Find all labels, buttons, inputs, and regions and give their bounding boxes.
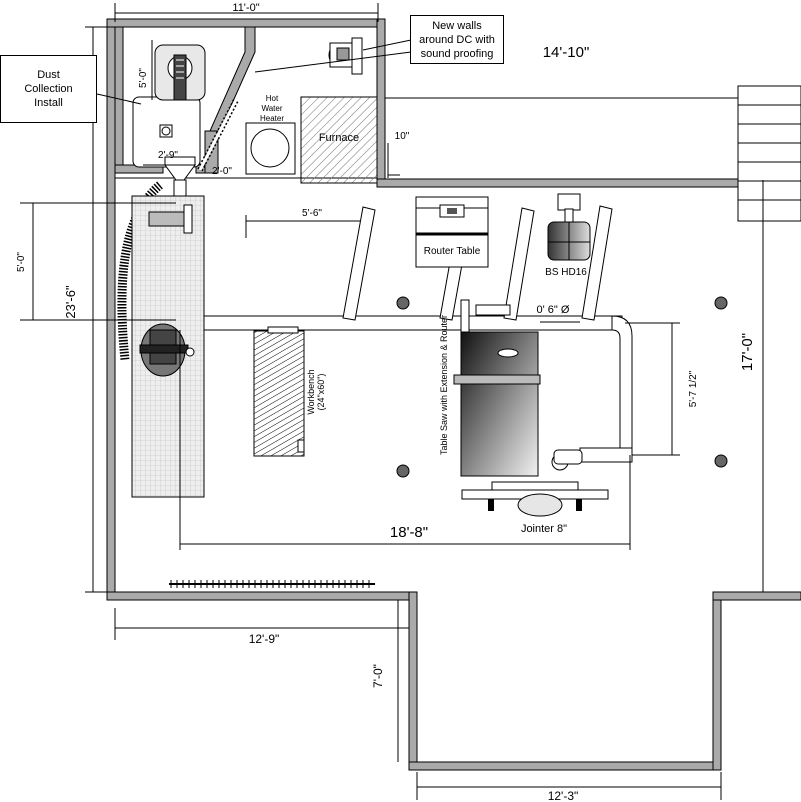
floor-posts: [396, 296, 728, 478]
bandsaw[interactable]: [547, 193, 591, 261]
dim-right-wall: 14'-10": [543, 44, 590, 61]
dim-tablesaw-span: 5'-7 1/2": [688, 370, 699, 407]
dim-overall-depth: 23'-6": [63, 285, 78, 319]
bandsaw-label: BS HD16: [545, 267, 587, 278]
dust-collector[interactable]: [132, 44, 206, 181]
table-saw[interactable]: [453, 299, 541, 477]
dim-shop-length: 18'-8": [390, 524, 428, 541]
hot-water-line-2: Water: [261, 104, 282, 113]
workbench-label: Workbench: [306, 369, 316, 414]
labels: 11'-0" 14'-10" 5'-0" 2'-9" 2'-0" 10" 5'-…: [16, 2, 756, 802]
workbench-size-label: (24"x60"): [316, 374, 326, 411]
sink-fixture: [328, 37, 363, 75]
furnace-label: Furnace: [319, 132, 359, 144]
stairs: [737, 85, 801, 222]
dim-bottom-left: 12'-9": [249, 632, 280, 646]
dust-collection-text: Dust Collection Install: [24, 69, 73, 109]
workbench[interactable]: [253, 326, 305, 457]
dimension-lines: [20, 3, 764, 800]
dim-right-depth: 17'-0": [739, 333, 756, 371]
router-table-label: Router Table: [424, 246, 481, 257]
jointer[interactable]: [461, 481, 609, 517]
dust-collection-callout: Dust Collection Install: [0, 55, 97, 123]
dim-top-width: 11'-0": [232, 2, 259, 14]
table-saw-label: Table Saw with Extension & Router: [439, 315, 449, 455]
left-machine[interactable]: [139, 323, 195, 377]
flex-hose-left: [117, 181, 163, 361]
dim-dc-gap: 2'-0": [212, 166, 232, 177]
blast-gate: [148, 204, 193, 234]
new-walls-callout: New walls around DC with sound proofing: [410, 15, 504, 64]
dim-dc-width: 2'-9": [158, 150, 178, 161]
dim-duct-diameter: 0' 6" Ø: [537, 304, 570, 316]
hot-water-heater: [245, 122, 296, 175]
hot-water-line-3: Heater: [260, 114, 284, 123]
new-walls-text: New walls around DC with sound proofing: [419, 19, 495, 60]
dim-furnace-gap: 10": [395, 131, 410, 142]
walls: [106, 18, 801, 771]
radiator: [169, 580, 375, 588]
flex-hose-core: [198, 99, 238, 171]
dim-alcove-depth: 7'-0": [371, 664, 385, 688]
furnace-box: [300, 96, 378, 184]
router-table[interactable]: [415, 196, 489, 268]
jointer-label: Jointer 8": [521, 523, 567, 535]
dim-left-drop: 5'-0": [16, 252, 27, 272]
dim-duct-run: 5'-6": [302, 208, 322, 219]
dim-dc-height: 5'-0": [138, 68, 149, 88]
hot-water-line-1: Hot: [266, 94, 279, 103]
dim-alcove-width: 12'-3": [548, 789, 579, 802]
